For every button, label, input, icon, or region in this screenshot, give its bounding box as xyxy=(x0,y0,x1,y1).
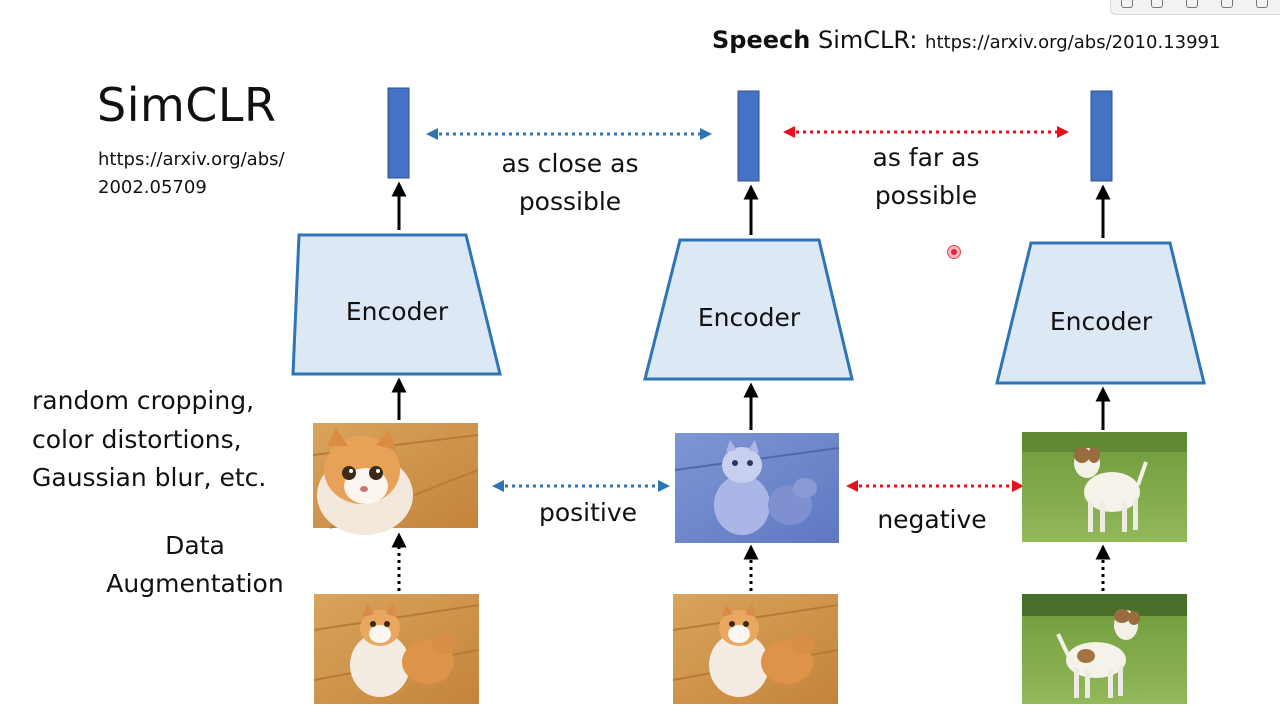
as-far-as-possible-label: as far as possible xyxy=(872,143,980,210)
speech-paper-url: https://arxiv.org/abs/2010.13991 xyxy=(925,32,1221,53)
paper-url: https://arxiv.org/abs/ 2002.05709 xyxy=(98,149,285,198)
as-close-as-possible-label: as close as possible xyxy=(501,149,639,216)
negative-pair-label: negative xyxy=(877,505,987,534)
edit-icon[interactable] xyxy=(1221,0,1233,8)
augmentation-examples-text: random cropping, color distortions, Gaus… xyxy=(32,386,267,492)
cat-blue-tint-photo xyxy=(674,433,840,543)
speech-simclr-reference: Speech SimCLR: https://arxiv.org/abs/201… xyxy=(712,26,1220,54)
cat-original-photo-1 xyxy=(313,594,480,704)
embedding-vector-3 xyxy=(1090,90,1113,182)
embedding-vector-1 xyxy=(387,87,410,179)
speech-bold-label: Speech xyxy=(712,26,811,54)
presentation-toolbar[interactable] xyxy=(1110,0,1280,15)
encoder-block-3 xyxy=(995,241,1206,385)
page-title: SimCLR xyxy=(97,78,277,132)
encoder-label-3: Encoder xyxy=(1049,307,1153,336)
settings-icon[interactable] xyxy=(1256,0,1268,8)
data-augmentation-label: Data Augmentation xyxy=(106,531,284,598)
encoder-block-2 xyxy=(643,238,854,381)
encoder-label-1: Encoder xyxy=(345,297,449,326)
positive-pair-label: positive xyxy=(538,498,638,527)
dog-standing-photo xyxy=(1022,432,1187,542)
pen-icon[interactable] xyxy=(1121,0,1133,8)
pointer-icon[interactable] xyxy=(1151,0,1163,8)
laser-pointer-cursor xyxy=(947,245,961,259)
embedding-vector-2 xyxy=(737,90,760,182)
cat-original-photo-2 xyxy=(672,594,839,704)
dog-original-photo xyxy=(1022,594,1187,704)
cat-closeup-photo xyxy=(312,423,479,535)
speech-simclr-label: SimCLR: xyxy=(810,26,926,54)
encoder-label-2: Encoder xyxy=(697,303,801,332)
window-icon[interactable] xyxy=(1186,0,1198,8)
encoder-block-1 xyxy=(291,233,502,376)
